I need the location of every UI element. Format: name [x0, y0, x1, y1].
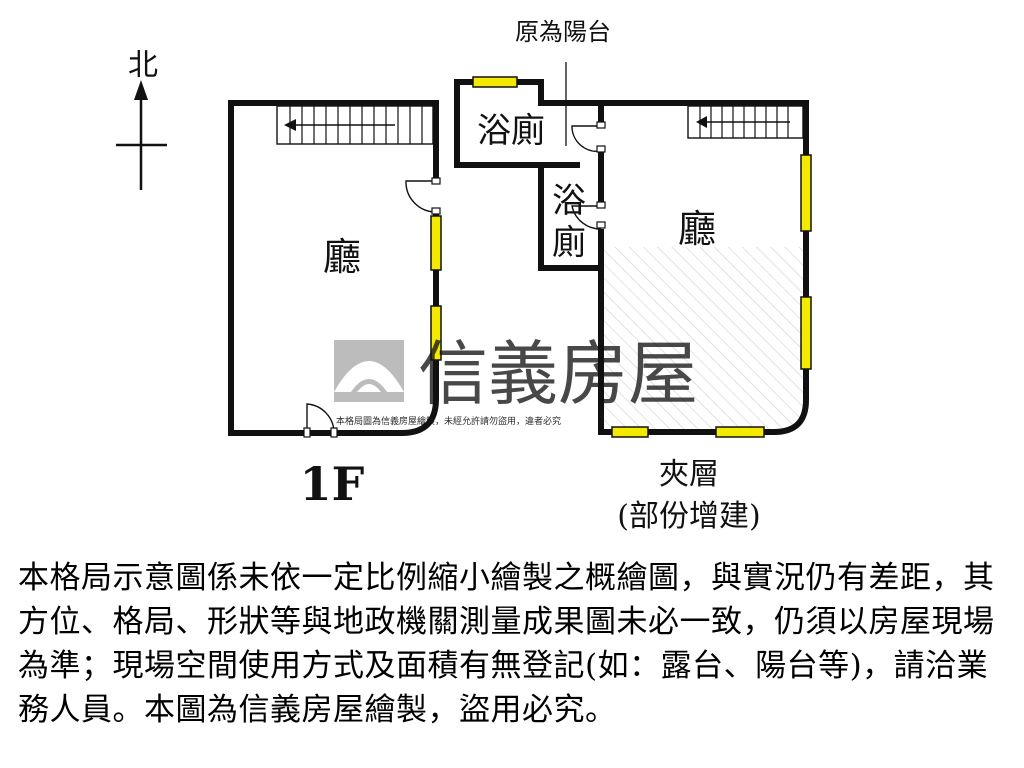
watermark-brand: 信義房屋: [418, 333, 698, 415]
door-side-bath: [571, 201, 606, 230]
north-arrow-icon: [116, 80, 167, 190]
door-1f-side: [405, 177, 441, 215]
brand-logo-icon: [334, 340, 404, 402]
room-label-1f-hall: 廳: [323, 235, 361, 279]
room-label-mezz-hall: 廳: [678, 207, 716, 251]
floor-1f-plan: [228, 100, 442, 438]
watermark: 信義房屋 本格局圖為信義房屋繪製，未經允許請勿盜用，違者必究: [334, 333, 698, 427]
window-mezz-south-2: [715, 426, 765, 438]
floor-plan: 北: [116, 18, 812, 534]
mezzanine-caption-2: (部份增建): [617, 499, 760, 534]
window-mezz-south-1: [611, 426, 649, 438]
stair-mezzanine: [687, 105, 804, 139]
stair-1f: [276, 105, 434, 145]
window-mezz-east-1: [800, 154, 812, 232]
watermark-notice: 本格局圖為信義房屋繪製，未經允許請勿盜用，違者必究: [336, 415, 561, 427]
room-label-bath-side-1: 浴: [552, 181, 586, 221]
door-1f-entrance: [303, 403, 338, 438]
balcony-note: 原為陽台: [515, 18, 611, 46]
window-1f-east-1: [430, 215, 442, 271]
added-area-hatch: [601, 247, 806, 432]
floor-mezzanine-plan: [454, 62, 812, 438]
room-label-bath-top: 浴廁: [477, 111, 545, 151]
north-label: 北: [128, 48, 158, 83]
window-bath-top: [472, 76, 518, 88]
room-label-bath-side-2: 廁: [552, 223, 586, 263]
window-1f-east-2: [430, 305, 442, 361]
door-top-bath: [571, 121, 606, 153]
window-mezz-east-2: [800, 296, 812, 370]
mezzanine-caption-1: 夾層: [659, 457, 719, 492]
disclaimer-text: 本格局示意圖係未依一定比例縮小繪製之概繪圖，與實況仍有差距，其方位、格局、形狀等…: [18, 560, 995, 728]
floor-label-1f: 1F: [300, 457, 365, 511]
